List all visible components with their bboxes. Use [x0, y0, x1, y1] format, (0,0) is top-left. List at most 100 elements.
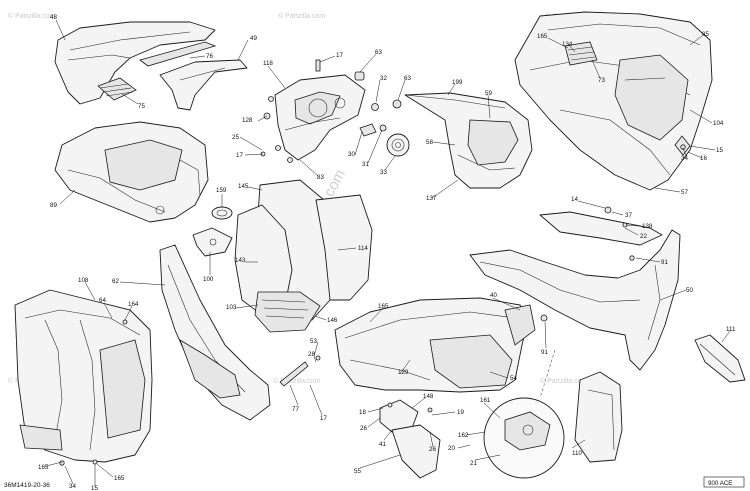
- console-89: [54, 121, 209, 223]
- callout-15-a: 15: [716, 147, 723, 154]
- bracket-100: [192, 227, 233, 257]
- variant-tag-box: 900 ACE: [703, 476, 745, 488]
- lower-panel-110: [574, 371, 623, 463]
- callout-53: 53: [310, 338, 317, 345]
- side-fairing-62: [159, 244, 271, 421]
- callout-100: 100: [203, 276, 214, 283]
- callout-128: 128: [242, 117, 253, 124]
- callout-26-b: 26: [429, 446, 436, 453]
- callout-34-a: 34: [681, 155, 688, 162]
- callout-19: 19: [457, 409, 464, 416]
- callout-26-a: 26: [360, 425, 367, 432]
- callout-138: 138: [642, 223, 653, 230]
- callout-162: 162: [458, 432, 469, 439]
- callout-21: 21: [470, 460, 477, 467]
- callout-111: 111: [726, 326, 736, 333]
- callout-134: 134: [562, 41, 573, 48]
- watermark-top-middle: © Partzilla.com: [278, 12, 325, 20]
- side-piece-111: [694, 334, 746, 383]
- callout-114: 114: [358, 245, 368, 252]
- callout-108: 108: [78, 277, 89, 284]
- callout-63-b: 63: [404, 75, 411, 82]
- ring-159: [211, 206, 233, 220]
- callout-58: 58: [426, 139, 433, 146]
- callout-63-a: 63: [375, 49, 382, 56]
- callout-77: 77: [292, 406, 299, 413]
- callout-40: 40: [490, 292, 497, 299]
- leader-lines: [45, 19, 731, 487]
- callout-165-d: 165: [114, 475, 125, 482]
- callout-34-b: 34: [69, 483, 76, 490]
- callout-20: 20: [448, 445, 455, 452]
- upper-right-body-85: [514, 11, 713, 191]
- callout-91-a: 91: [661, 259, 668, 266]
- callout-137: 137: [426, 195, 437, 202]
- callout-91-b: 91: [541, 349, 548, 356]
- callout-41: 41: [379, 441, 386, 448]
- callout-28: 28: [308, 351, 315, 358]
- callout-49: 49: [250, 35, 257, 42]
- callout-55: 55: [354, 468, 361, 475]
- callout-50: 50: [686, 287, 693, 294]
- callout-76: 76: [206, 53, 213, 60]
- callout-64: 64: [99, 297, 106, 304]
- detail-view-161: [483, 349, 565, 479]
- callout-59: 59: [485, 90, 492, 97]
- callout-148: 148: [423, 393, 434, 400]
- callout-118: 118: [263, 60, 273, 67]
- callout-73: 73: [598, 77, 605, 84]
- center-lower-fairing-165: [334, 297, 536, 393]
- callout-199: 199: [452, 79, 463, 86]
- callout-103: 103: [226, 304, 237, 311]
- watermark-bottom-middle: © Partzilla.com: [273, 377, 320, 385]
- callout-labels: 48 76 75 49 118 17 63 32 63 199 59 85 16…: [38, 14, 736, 491]
- callout-83: 83: [317, 174, 324, 181]
- upper-panel-48: [54, 21, 217, 105]
- mid-fairing-199: [404, 92, 533, 189]
- side-panel-49: [159, 59, 248, 111]
- callout-30: 30: [348, 151, 355, 158]
- callout-15-b: 15: [91, 485, 98, 491]
- callout-165-a: 165: [537, 33, 548, 40]
- fasteners: [59, 144, 686, 466]
- callout-31: 31: [362, 161, 369, 168]
- callout-129: 129: [398, 369, 409, 376]
- callout-75: 75: [138, 103, 145, 110]
- callout-17-b: 17: [236, 152, 243, 159]
- callout-37: 37: [625, 212, 632, 219]
- callout-165-c: 165: [38, 464, 49, 471]
- variant-tag: 900 ACE: [708, 480, 732, 487]
- callout-17-c: 17: [320, 415, 327, 422]
- watermark-top-left: © Partzilla.com: [8, 12, 55, 20]
- callout-110: 110: [572, 450, 582, 457]
- callout-18: 18: [359, 409, 366, 416]
- callout-89: 89: [50, 202, 57, 209]
- callout-22: 22: [640, 233, 647, 240]
- callout-16-a: 16: [700, 155, 707, 162]
- callout-48: 48: [50, 14, 57, 21]
- center-panels-145: [234, 179, 373, 333]
- right-lower-body-50: [469, 211, 681, 371]
- callout-164: 164: [128, 301, 139, 308]
- headlight-assembly-118: [263, 74, 366, 163]
- lower-side-panel-108: [14, 289, 153, 463]
- callout-104: 104: [713, 120, 724, 127]
- callout-165-b: 165: [378, 303, 389, 310]
- callout-85: 85: [702, 31, 709, 38]
- callout-159: 159: [216, 187, 227, 194]
- callout-146: 146: [327, 317, 338, 324]
- callout-14: 14: [571, 196, 578, 203]
- callout-25: 25: [232, 134, 239, 141]
- callout-161: 161: [480, 397, 491, 404]
- callout-143: 143: [235, 257, 246, 264]
- mirror-41: [379, 399, 441, 479]
- callout-33: 33: [380, 169, 387, 176]
- drawing-code: 36M1419-20-36: [4, 482, 50, 489]
- callout-62: 62: [112, 278, 119, 285]
- small-hardware-headlight: [315, 59, 410, 157]
- watermark-bottom-right: © Partzilla.com: [540, 377, 587, 385]
- callout-54: 54: [510, 375, 517, 382]
- callout-17-a: 17: [336, 52, 343, 59]
